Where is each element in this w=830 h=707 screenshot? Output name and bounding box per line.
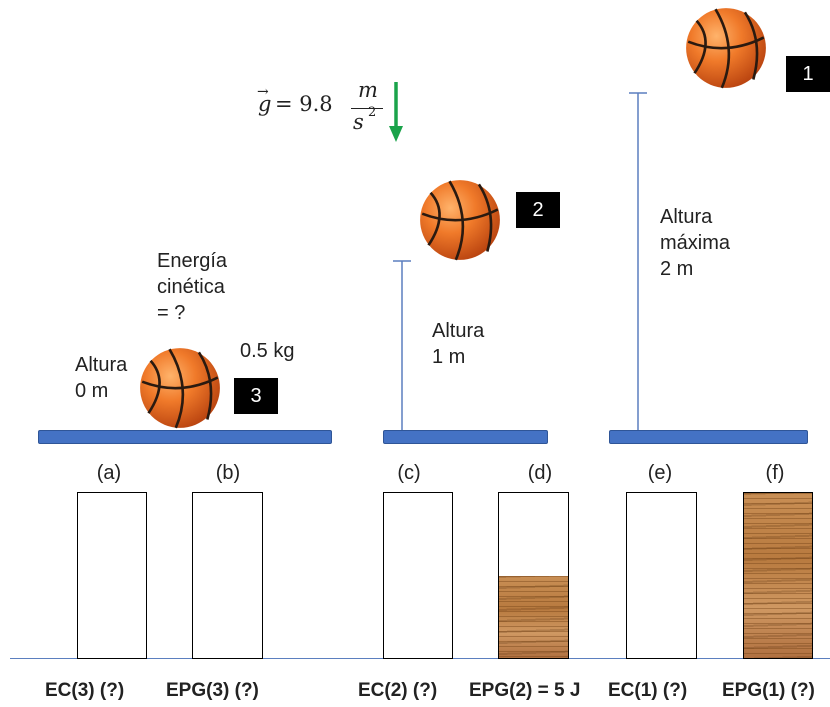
platform-1 xyxy=(609,430,808,444)
gravity-unit-denominator: s xyxy=(353,110,364,134)
bar-letter-b: (b) xyxy=(215,462,241,484)
basketball-2-icon xyxy=(418,178,502,262)
bar-letter-c: (c) xyxy=(397,462,421,484)
gravity-unit-numerator: m xyxy=(358,78,378,102)
energy-bar-b xyxy=(192,492,263,659)
energy-bar-e xyxy=(626,492,697,659)
kinetic-energy-label: Energía cinética = ? xyxy=(157,250,228,324)
energy-bar-f xyxy=(743,492,813,659)
gravity-unit-exponent: 2 xyxy=(368,105,377,120)
height-label-2: Altura 1 m xyxy=(432,320,485,368)
bar-fill xyxy=(499,575,568,658)
platform-2 xyxy=(383,430,548,444)
bar-letter-a: (a) xyxy=(96,462,122,484)
position-badge-1: 1 xyxy=(786,56,830,92)
position-badge-3: 3 xyxy=(234,378,278,414)
basketball-1-icon xyxy=(684,6,768,90)
gravity-label: → g = 9.8 m s 2 xyxy=(255,78,390,138)
caption-ec3: EC(3) (?) xyxy=(45,680,125,701)
mass-label: 0.5 kg xyxy=(240,340,295,362)
caption-ec2: EC(2) (?) xyxy=(358,680,438,701)
energy-bar-d xyxy=(498,492,569,659)
bar-fill xyxy=(744,493,812,658)
bar-letter-f: (f) xyxy=(765,462,785,484)
gravity-fraction-line xyxy=(351,108,383,109)
energy-bar-c xyxy=(383,492,453,659)
platform-3 xyxy=(38,430,332,444)
caption-epg3: EPG(3) (?) xyxy=(166,680,259,701)
height-label-3: Altura 0 m xyxy=(75,354,128,402)
height-label-1: Altura máxima 2 m xyxy=(660,206,731,280)
bar-letter-d: (d) xyxy=(527,462,553,484)
height-marker-2m xyxy=(629,92,647,430)
gravity-symbol: g xyxy=(258,92,272,116)
height-marker-1m xyxy=(393,260,411,430)
caption-epg1: EPG(1) (?) xyxy=(722,680,815,701)
basketball-3-icon xyxy=(138,346,222,430)
bar-letter-e: (e) xyxy=(647,462,673,484)
caption-ec1: EC(1) (?) xyxy=(608,680,688,701)
gravity-arrow-icon xyxy=(389,82,403,142)
gravity-vector-arrow: → xyxy=(257,84,269,100)
caption-epg2: EPG(2) = 5 J xyxy=(469,680,581,701)
energy-bar-a xyxy=(77,492,147,659)
position-badge-2: 2 xyxy=(516,192,560,228)
gravity-value: = 9.8 xyxy=(275,92,333,116)
